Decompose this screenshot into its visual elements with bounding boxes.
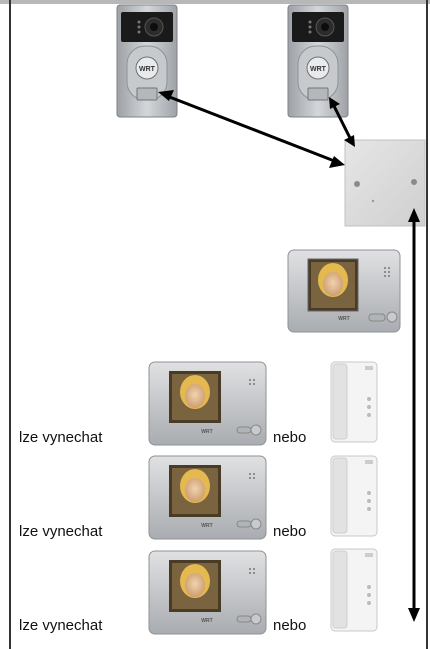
- handset: [330, 361, 378, 443]
- optional-monitor: WRT: [148, 361, 267, 446]
- face-image: [323, 272, 343, 296]
- monitor-logo: WRT: [201, 429, 212, 435]
- monitor-logo: WRT: [338, 316, 349, 322]
- or-label: nebo: [273, 523, 307, 540]
- optional-monitor: WRT: [148, 550, 267, 635]
- optional-row-3: WRT: [148, 548, 378, 635]
- handset: [330, 548, 378, 632]
- arrow-station1-box: [166, 94, 338, 164]
- screw-icon: [354, 181, 360, 187]
- main-monitor: WRT: [287, 249, 401, 333]
- handset: [330, 455, 378, 537]
- optional-row-2: WRT: [148, 455, 378, 540]
- screw-icon: [411, 179, 417, 185]
- or-label: nebo: [273, 617, 307, 634]
- door-station-1: WRT: [116, 4, 178, 118]
- omit-label: lze vynechat: [19, 617, 103, 634]
- door-station-logo: WRT: [310, 66, 327, 73]
- top-bar: [0, 0, 430, 4]
- call-button: [307, 87, 329, 101]
- connection-arrows: [158, 90, 420, 622]
- omit-label: lze vynechat: [19, 523, 103, 540]
- omit-label: lze vynechat: [19, 429, 103, 446]
- junction-box: [344, 139, 426, 227]
- call-button: [136, 87, 158, 101]
- monitor-logo: WRT: [201, 618, 212, 624]
- door-station-2: WRT: [287, 4, 349, 118]
- face-image: [185, 573, 205, 597]
- monitor-logo: WRT: [201, 523, 212, 529]
- arrow-station2-box: [332, 105, 352, 139]
- left-border: [9, 0, 11, 649]
- face-image: [185, 478, 205, 502]
- right-border: [426, 0, 428, 649]
- door-station-logo: WRT: [139, 66, 156, 73]
- face-image: [185, 384, 205, 408]
- optional-row-1: WRT: [148, 361, 378, 446]
- optional-monitor: WRT: [148, 455, 267, 540]
- or-label: nebo: [273, 429, 307, 446]
